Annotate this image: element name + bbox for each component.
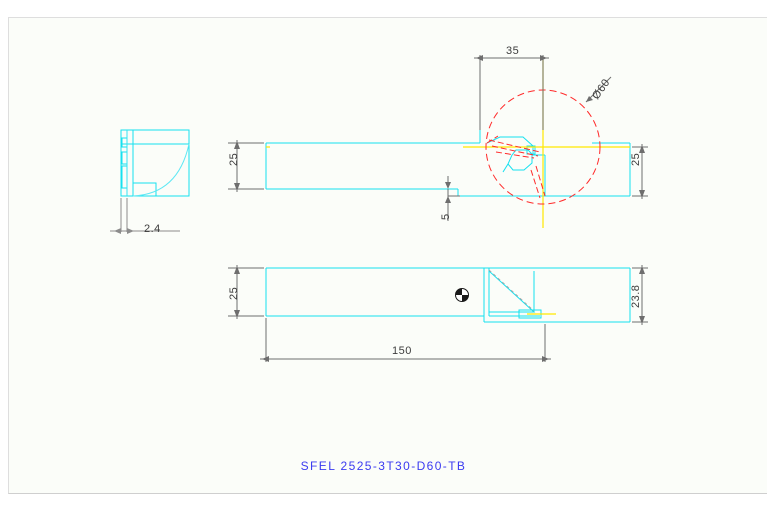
paper-sheet bbox=[8, 17, 767, 494]
top-view-geometry bbox=[265, 267, 631, 323]
end-view-geometry bbox=[120, 129, 190, 197]
dimension-150-lines bbox=[260, 318, 551, 362]
dimension-label-insert-offset: 35 bbox=[506, 45, 520, 57]
screw-head-icon bbox=[455, 288, 469, 302]
title-block-part-number: SFEL 2525-3T30-D60-TB bbox=[300, 459, 467, 473]
dimension-label-width-left: 25 bbox=[228, 286, 240, 300]
dimension-label-height-right: 25 bbox=[630, 152, 642, 166]
dimension-label-width-right: 23.8 bbox=[630, 284, 642, 308]
side-view-geometry bbox=[265, 58, 631, 197]
dimension-5-lines bbox=[445, 176, 460, 221]
top-view-hidden-lines bbox=[488, 269, 535, 312]
end-view-dimension-lines bbox=[110, 198, 180, 234]
diameter-leader-line bbox=[585, 76, 612, 103]
dimension-25-left-lines bbox=[228, 140, 264, 192]
side-view-hidden-lines bbox=[486, 135, 546, 199]
dimension-label-step-height: 5 bbox=[440, 213, 452, 220]
dimension-label-height-left: 25 bbox=[228, 152, 240, 166]
dimension-23-8-lines bbox=[632, 265, 648, 325]
dimension-label-thickness: 2.4 bbox=[144, 223, 161, 235]
dimension-label-overall-length: 150 bbox=[392, 345, 412, 357]
dimension-25-topview-lines bbox=[228, 265, 264, 319]
dimension-35-lines bbox=[474, 55, 549, 130]
dimension-25-right-lines bbox=[632, 144, 648, 199]
